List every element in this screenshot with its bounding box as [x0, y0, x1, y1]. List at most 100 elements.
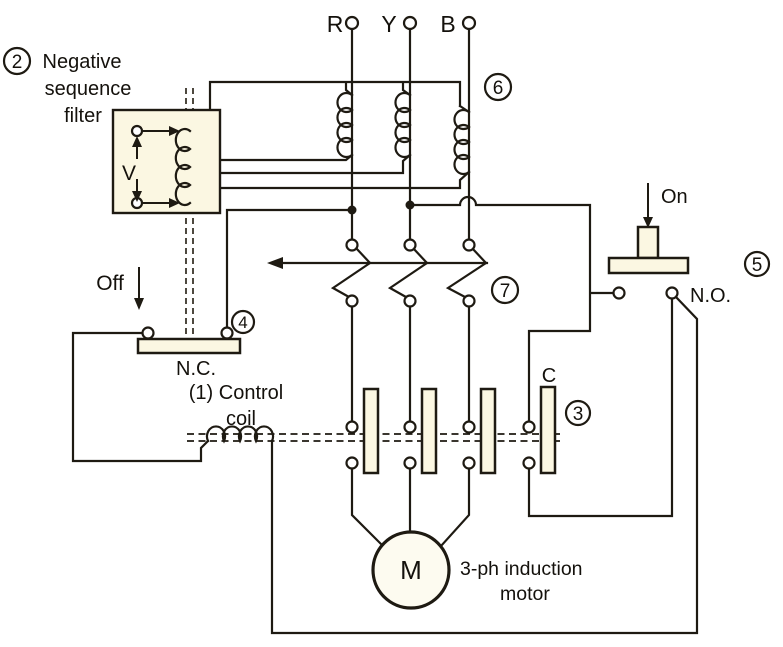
filter-label-1: Negative: [43, 51, 122, 73]
contactor-contacts: C: [345, 365, 557, 475]
on-button[interactable]: On N.O.: [607, 183, 731, 307]
control-coil-icon: [205, 425, 275, 444]
control-tap-right: [408, 195, 615, 423]
current-arrow-bottom-icon: [169, 198, 180, 208]
contact-bar-aux: [539, 385, 557, 475]
nc-terminal-left: [141, 326, 155, 340]
supply-terminals: R Y B: [327, 11, 477, 37]
control-coil-label-2: coil: [226, 408, 256, 430]
filter-terminal-top: [130, 124, 144, 138]
phase-b-terminal: [461, 15, 477, 31]
badge-filter-circle: [2, 46, 32, 76]
contact-top-r: [345, 420, 359, 434]
no-terminal-right: [665, 286, 679, 300]
switch-bottom-terminal-y: [403, 294, 417, 308]
phase-r-terminal: [344, 15, 360, 31]
filter-coil-icon: [174, 127, 192, 207]
off-label: Off: [96, 272, 124, 295]
badge-line-coils: 6: [483, 72, 513, 102]
filter-top-wire: [208, 80, 471, 114]
no-label: N.O.: [690, 285, 731, 307]
aux-to-no-wire: [527, 297, 674, 518]
badge-on-button-circle: [743, 250, 771, 278]
line-coils: [336, 91, 471, 176]
phase-y-label: Y: [381, 11, 396, 37]
contact-bar-r: [362, 387, 380, 475]
contact-bar-b: [479, 387, 497, 475]
coil-b-icon: [453, 108, 471, 176]
badge-filter: 2: [2, 46, 32, 76]
control-coil-label-1: (1) Control: [189, 382, 283, 404]
badge-on-button-number: 5: [752, 255, 763, 276]
voltage-arrow-up-icon: [132, 136, 142, 147]
on-label: On: [661, 186, 688, 208]
induction-motor: M 3-ph induction motor: [371, 530, 583, 610]
contact-bottom-aux: [522, 456, 536, 470]
filter-box: [111, 108, 222, 215]
phase-b-label: B: [440, 11, 455, 37]
phase-r-label: R: [327, 11, 344, 37]
switch-to-contact-wires: [350, 304, 471, 423]
nc-contact-bar: [136, 337, 242, 355]
on-button-plunger: [636, 225, 660, 260]
switch-bottom-terminal-r: [345, 294, 359, 308]
badge-contactor-circle: [564, 399, 592, 427]
switch-top-terminal-r: [345, 238, 359, 252]
switch-top-terminal-y: [403, 238, 417, 252]
gang-bar-arrow-icon: [267, 257, 283, 269]
junction-dot-y: [405, 200, 415, 210]
badge-isolator-number: 7: [500, 281, 511, 302]
coil-y-icon: [394, 91, 412, 159]
control-tap-left: [225, 208, 354, 329]
badge-isolator: 7: [490, 275, 520, 305]
badge-line-coils-number: 6: [493, 78, 504, 99]
badge-line-coils-circle: [483, 72, 513, 102]
voltage-label: V: [122, 162, 136, 185]
badge-on-button: 5: [743, 250, 771, 278]
coil-return-wires: [218, 153, 471, 190]
off-button[interactable]: Off N.C.: [96, 267, 242, 380]
control-coil: (1) Control coil: [189, 382, 283, 444]
badge-off-button: 4: [230, 309, 256, 335]
filter-label-3: filter: [64, 105, 102, 127]
motor-feed-wires: [350, 467, 471, 549]
motor-symbol: M: [400, 555, 422, 585]
contact-bottom-r: [345, 456, 359, 470]
phase-y-terminal: [402, 15, 418, 31]
motor-circle: [371, 530, 451, 610]
badge-off-button-number: 4: [238, 313, 247, 332]
coil-r-icon: [336, 91, 354, 159]
badge-contactor: 3: [564, 399, 592, 427]
badge-isolator-circle: [490, 275, 520, 305]
filter-feed-lines: [142, 130, 172, 204]
switch-top-terminal-b: [462, 238, 476, 252]
on-button-bar: [607, 256, 690, 275]
contact-top-aux: [522, 420, 536, 434]
filter-label: Negative sequence filter: [43, 51, 132, 127]
off-arrow-icon: [134, 298, 144, 310]
nc-terminal-right: [220, 326, 234, 340]
isolator-switch[interactable]: [267, 238, 476, 308]
badge-contactor-number: 3: [573, 404, 584, 425]
filter-label-2: sequence: [45, 78, 132, 100]
contact-bottom-b: [462, 456, 476, 470]
on-arrow-icon: [643, 217, 653, 228]
switch-bottom-terminal-b: [462, 294, 476, 308]
nc-label: N.C.: [176, 358, 216, 380]
motor-label-2: motor: [500, 583, 550, 605]
no-terminal-left: [612, 286, 626, 300]
badge-off-button-circle: [230, 309, 256, 335]
contact-top-y: [403, 420, 417, 434]
voltage-arrow-down-icon: [132, 191, 142, 202]
contact-bottom-y: [403, 456, 417, 470]
bottom-rail: [270, 295, 699, 635]
motor-label-1: 3-ph induction: [460, 558, 583, 580]
contact-top-b: [462, 420, 476, 434]
badge-filter-number: 2: [12, 52, 23, 73]
contact-bar-y: [420, 387, 438, 475]
current-arrow-top-icon: [169, 126, 180, 136]
aux-contact-label: C: [542, 365, 556, 387]
negative-sequence-filter: V: [111, 108, 222, 215]
